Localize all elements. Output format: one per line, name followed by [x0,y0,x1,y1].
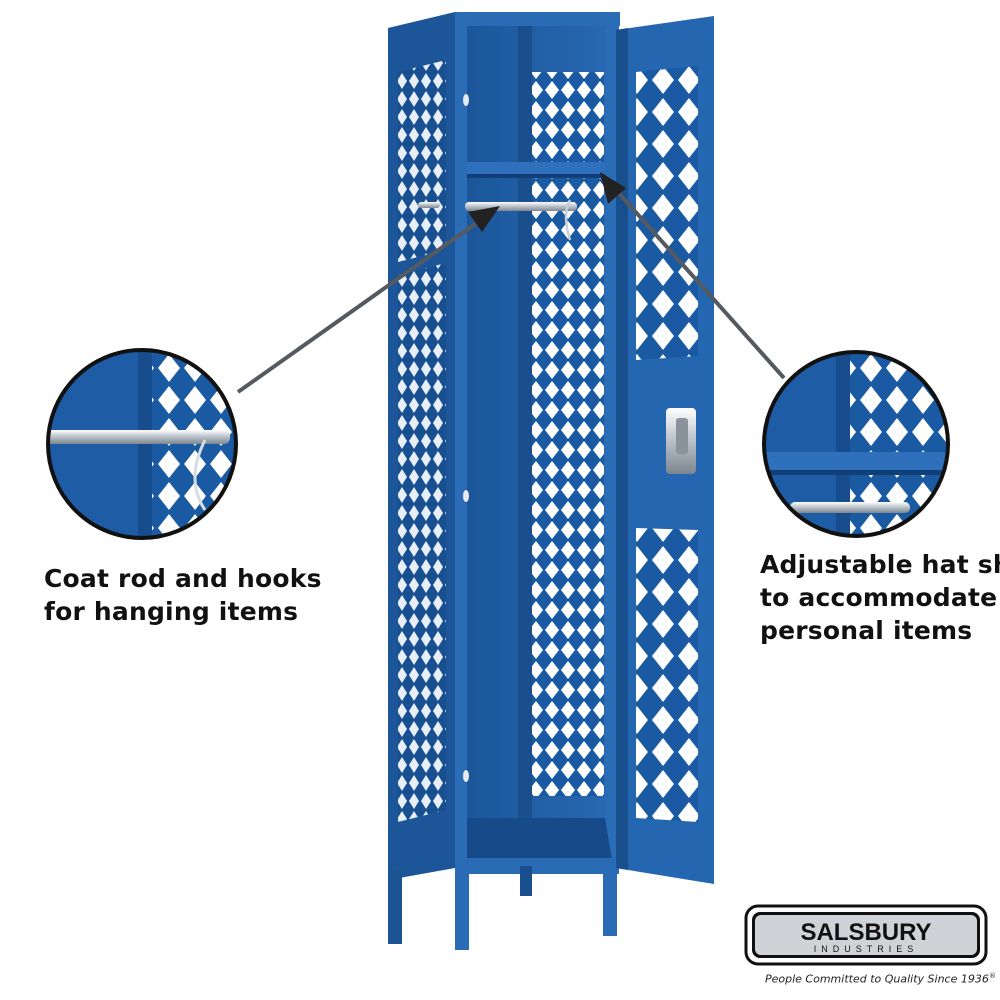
brand-tagline-text: People Committed to Quality Since 1936 [765,972,989,986]
locker-frame [418,12,620,874]
hat-shelf-detail-icon [762,350,950,538]
salsbury-logo: SALSBURY INDUSTRIES [744,904,988,966]
hat-shelf-caption-line-2: to accommodate [760,583,998,612]
hat-shelf-caption-line-1: Adjustable hat shelf [760,550,1000,579]
logo-brand-sub: INDUSTRIES [814,944,919,954]
coat-rod-caption-line-1: Coat rod and hooks [44,564,322,593]
hat-shelf-caption-line-3: personal items [760,616,973,645]
locker-side-panel [388,12,455,880]
registered-mark: ® [988,972,996,980]
brand-tagline: People Committed to Quality Since 1936® [765,972,996,986]
callout-arrows [236,172,786,394]
locker-door [616,16,714,884]
locker-legs [388,866,617,950]
coat-rod-caption-line-2: for hanging items [44,597,299,626]
hat-shelf-caption: Adjustable hat shelf to accommodate pers… [760,548,1000,647]
coat-rod-detail-icon [46,348,238,540]
logo-brand-name: SALSBURY [800,919,931,946]
coat-rod-caption: Coat rod and hooks for hanging items [44,562,322,628]
